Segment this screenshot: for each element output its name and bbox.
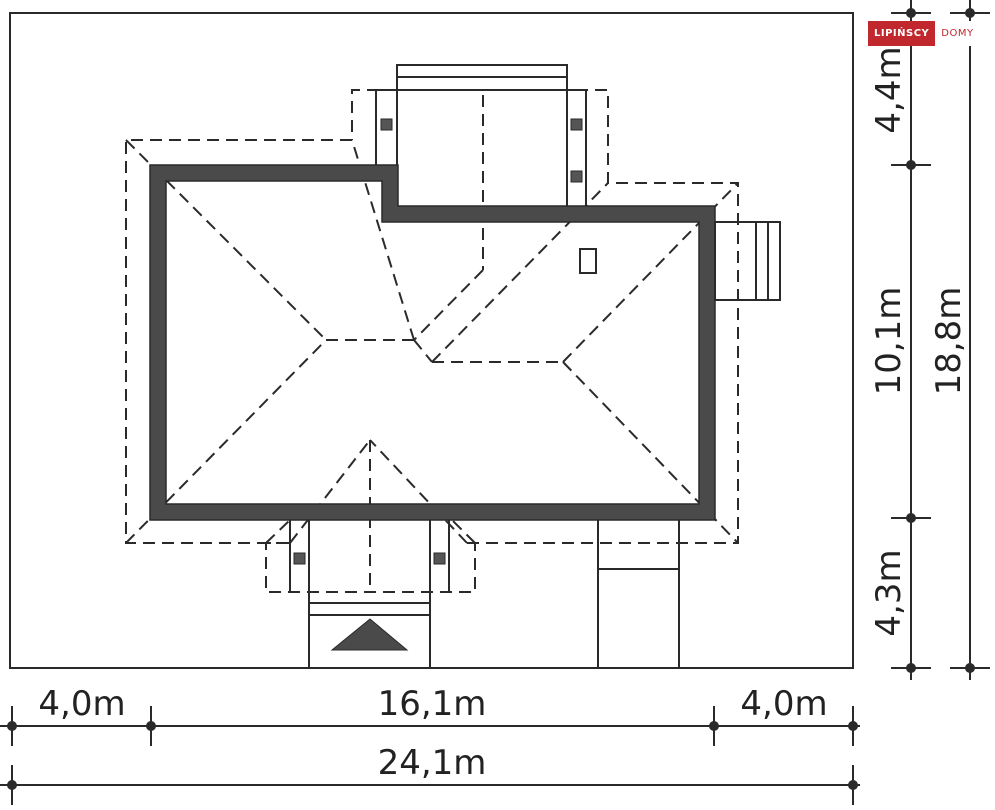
porch-columns [293,552,446,565]
dim-bottom-total: 24,1m [378,743,487,783]
vertical-dimensions [891,0,990,680]
top-annex [375,64,587,206]
driveway [597,520,680,668]
annex-columns [380,118,583,183]
dim-right-bottom: 4,3m [869,549,909,636]
house-walls [149,164,716,521]
horizontal-dimensions [0,706,860,805]
chimney [579,248,597,274]
dim-bottom-middle: 16,1m [378,684,487,724]
entrance-arrow-icon [330,618,409,651]
logo-part-1: LIPIŃSCY [868,21,936,46]
brand-logo: LIPIŃSCY DOMY [868,21,980,46]
dim-bottom-right: 4,0m [740,684,827,724]
front-porch [289,520,450,668]
side-steps [714,221,781,301]
plot-boundary [9,12,854,669]
logo-part-2: DOMY [935,21,980,46]
dim-right-top: 4,4m [869,46,909,133]
dim-bottom-left: 4,0m [38,684,125,724]
dim-right-middle: 10,1m [869,287,909,396]
dim-right-total: 18,8m [929,287,969,396]
